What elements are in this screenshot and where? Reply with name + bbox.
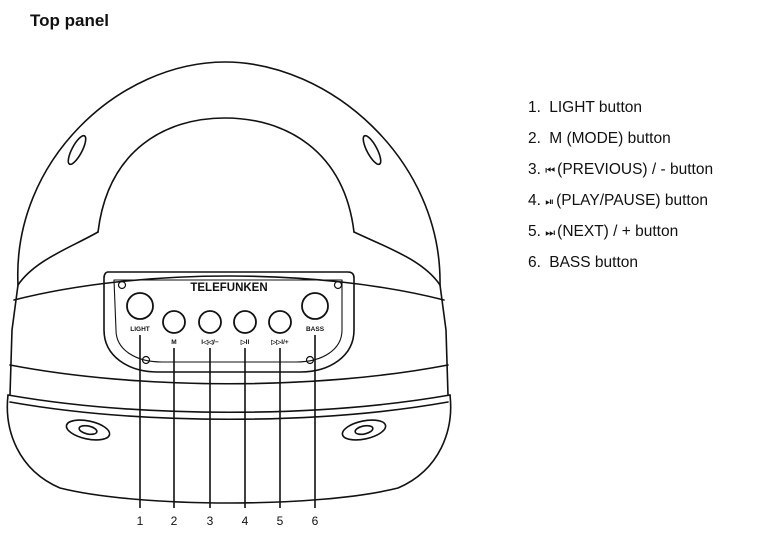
legend-item: 6. BASS button xyxy=(528,254,639,271)
legend-item: 2. M (MODE) button xyxy=(528,130,671,147)
callout-number: 1 xyxy=(137,514,144,528)
handle-outer xyxy=(17,61,441,286)
brand-label: TELEFUNKEN xyxy=(190,282,267,294)
legend-item: 3. ⏮(PREVIOUS) / - button xyxy=(528,161,714,178)
previous-button xyxy=(198,310,222,334)
bass-button-label: BASS xyxy=(306,326,325,333)
button-legend: 1. LIGHT button 2. M (MODE) button 3. ⏮(… xyxy=(528,92,713,278)
left-foot-hole xyxy=(65,419,111,441)
next-button xyxy=(268,310,292,334)
page-title: Top panel xyxy=(30,11,110,30)
light-button xyxy=(126,292,154,320)
legend-item: 1. LIGHT button xyxy=(528,99,643,116)
next-button-label: ▷▷I/+ xyxy=(270,339,289,346)
legend-item: 5. ⏭(NEXT) / + button xyxy=(528,223,679,240)
callout-number: 2 xyxy=(171,514,178,528)
next-icon: ⏭ xyxy=(545,226,555,239)
mode-button-label: M xyxy=(171,339,176,346)
callout-number: 5 xyxy=(277,514,284,528)
previous-button-label: I◁◁/− xyxy=(201,339,219,346)
play-pause-button xyxy=(233,310,257,334)
callout-number: 6 xyxy=(312,514,319,528)
light-button-label: LIGHT xyxy=(130,326,150,333)
previous-icon: ⏮ xyxy=(545,164,555,177)
callout-number: 4 xyxy=(242,514,249,528)
right-foot-hole xyxy=(341,419,387,441)
left-slot xyxy=(67,134,87,166)
mode-button xyxy=(162,310,186,334)
play-pause-button-label: ▷II xyxy=(240,339,250,346)
play-pause-icon: ⏯ xyxy=(545,195,554,208)
handle-inner xyxy=(97,117,355,233)
control-panel xyxy=(103,271,355,373)
right-slot xyxy=(362,134,382,166)
callout-number: 3 xyxy=(207,514,214,528)
bass-button xyxy=(301,292,329,320)
legend-item: 4. ⏯(PLAY/PAUSE) button xyxy=(528,192,708,209)
